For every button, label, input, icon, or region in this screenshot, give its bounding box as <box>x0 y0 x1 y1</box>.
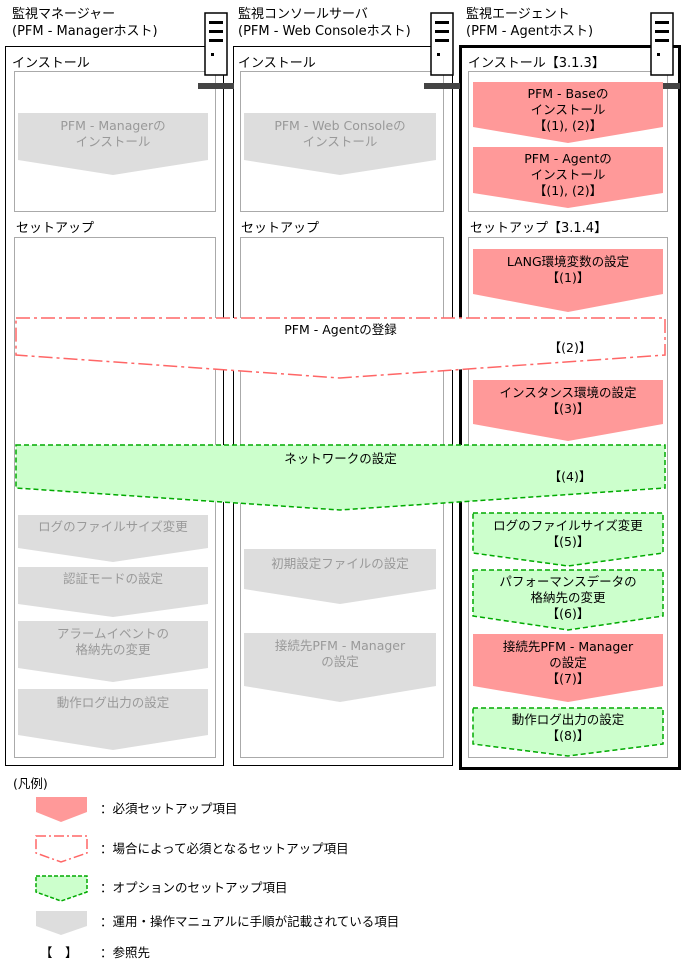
agent-setup-label: セットアップ【3.1.4】 <box>470 221 608 236</box>
lang-arrow <box>473 249 663 312</box>
agent-subtitle: (PFM - Agentホスト) <box>466 24 594 39</box>
network-arrow <box>15 444 666 511</box>
mgr-install-arrow <box>18 113 208 175</box>
manager-setup-label: セットアップ <box>16 221 95 236</box>
web-conn-arrow <box>244 633 436 702</box>
agent-perf-text: パフォーマンスデータの格納先の変更【(6)】 <box>499 574 637 621</box>
server-icon <box>198 12 234 89</box>
mgr-logsize-arrow <box>18 515 208 562</box>
web-install-text: PFM - Web Consoleのインストール <box>274 118 406 149</box>
manager-subtitle: (PFM - Managerホスト) <box>12 24 158 39</box>
register-arrow <box>15 317 666 379</box>
instance-text: インスタンス環境の設定【(3)】 <box>499 385 637 416</box>
legend-conditional-text: ：場合によって必須となるセットアップ項目 <box>100 841 349 856</box>
register-ref: 【(2)】 <box>548 340 592 355</box>
legend-title: (凡例) <box>13 776 48 791</box>
agent-base-install-arrow <box>473 82 663 143</box>
mgr-auth-text: 認証モードの設定 <box>62 571 163 586</box>
instance-arrow <box>473 380 663 441</box>
agent-logsize-text: ログのファイルサイズ変更【(5)】 <box>493 518 643 549</box>
legend-required-swatch <box>36 797 87 822</box>
web-initfile-text: 初期設定ファイルの設定 <box>271 556 409 571</box>
agent-actlog-text: 動作ログ出力の設定【(8)】 <box>511 712 625 743</box>
network-ref: 【(4)】 <box>548 469 592 484</box>
mgr-actlog-arrow <box>18 689 208 750</box>
web-initfile-arrow <box>244 549 436 604</box>
server-icon <box>424 12 460 89</box>
legend-manual-swatch <box>36 911 87 935</box>
agent-perf-arrow <box>472 569 664 631</box>
agent-agent-install-text: PFM - Agentのインストール【(1), (2)】 <box>524 151 612 198</box>
manager-install-label: インストール <box>12 56 90 71</box>
legend-reference-text: ：参照先 <box>100 945 151 960</box>
agent-title: 監視エージェント <box>466 7 570 22</box>
agent-base-install-text: PFM - Baseのインストール【(1), (2)】 <box>527 86 609 133</box>
webconsole-install-label: インストール <box>238 56 316 71</box>
mgr-auth-arrow <box>18 567 208 617</box>
mgr-logsize-text: ログのファイルサイズ変更 <box>38 519 188 534</box>
legend-conditional-swatch <box>35 835 88 863</box>
web-install-arrow <box>244 113 436 175</box>
mgr-alarm-text: アラームイベントの格納先の変更 <box>56 626 170 657</box>
webconsole-title: 監視コンソールサーバ <box>238 7 368 22</box>
agent-install-label: インストール【3.1.3】 <box>468 56 605 71</box>
agent-actlog-arrow <box>472 707 664 757</box>
legend-manual-text: ：運用・操作マニュアルに手順が記載されている項目 <box>100 914 400 929</box>
mgr-actlog-text: 動作ログ出力の設定 <box>56 695 170 710</box>
manager-title: 監視マネージャー <box>12 7 116 22</box>
mgr-alarm-arrow <box>18 621 208 682</box>
legend-required-text: ：必須セットアップ項目 <box>100 801 238 816</box>
webconsole-subtitle: (PFM - Web Consoleホスト) <box>238 24 411 39</box>
legend-ref-symbol: 【 】 <box>40 945 78 960</box>
webconsole-setup-label: セットアップ <box>241 221 320 236</box>
agent-logsize-arrow <box>472 512 664 567</box>
agent-conn-arrow <box>473 634 663 702</box>
network-label: ネットワークの設定 <box>284 451 397 466</box>
legend-optional-swatch <box>35 875 88 902</box>
agent-agent-install-arrow <box>473 147 663 208</box>
mgr-install-text: PFM - Managerのインストール <box>60 118 166 149</box>
lang-text: LANG環境変数の設定【(1)】 <box>506 254 630 285</box>
register-label: PFM - Agentの登録 <box>284 322 397 337</box>
legend-optional-text: ：オプションのセットアップ項目 <box>100 880 288 895</box>
